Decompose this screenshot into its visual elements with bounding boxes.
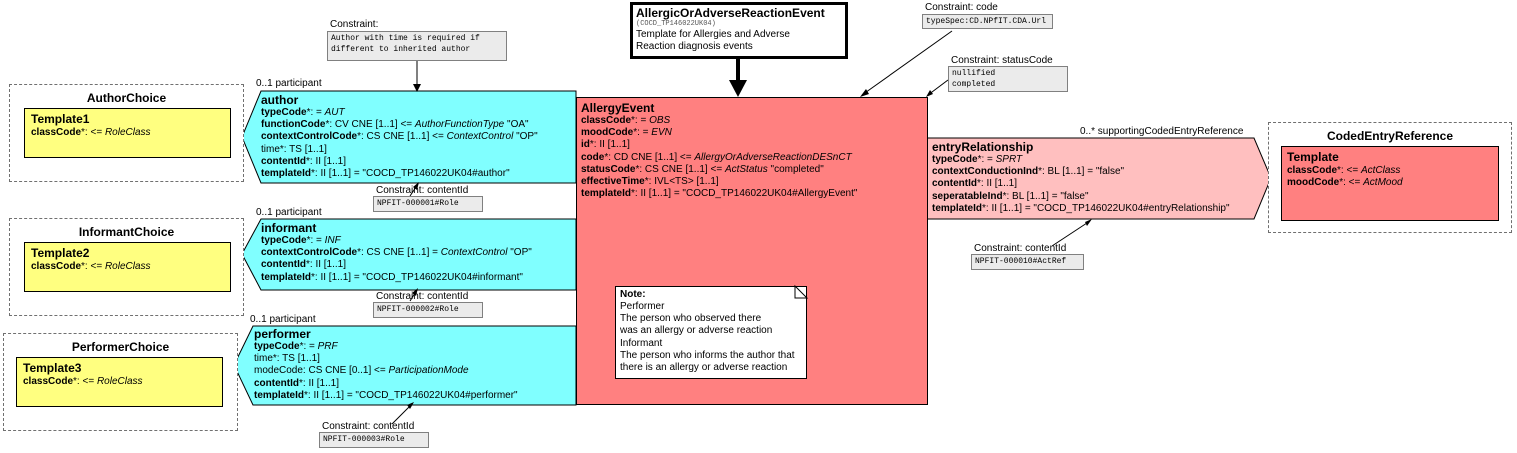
informant-shape [241,218,577,291]
note-lines: Performer The person who observed there … [620,301,795,374]
author-constraint-box: Author with time is required if differen… [327,31,507,61]
entry-point-title: AllergicOrAdverseReactionEvent [636,6,825,20]
template3-box: Template3 classCode*: <= RoleClass [16,357,223,407]
performer-choice-box: PerformerChoice Template3 classCode*: <=… [3,333,238,431]
cid10-label: Constraint: contentId [974,243,1067,254]
informant-multiplicity: 0..1 participant [256,207,322,218]
performer-title: performer [254,327,311,341]
entry-relationship-title: entryRelationship [932,140,1034,154]
author-choice-box: AuthorChoice Template1 classCode*: <= Ro… [9,84,244,182]
template1-box: Template1 classCode*: <= RoleClass [24,108,231,158]
note-title: Note: [620,289,646,300]
entry-relationship-attributes: typeCode*: = SPRT contextConductionInd*:… [932,154,1230,214]
entry-point-desc2: Reaction diagnosis events [636,41,753,52]
coded-entry-reference-box: CodedEntryReference Template classCode*:… [1268,122,1512,233]
author-multiplicity: 0..1 participant [256,78,322,89]
template2-name: Template2 [31,246,90,260]
note-box: Note: Performer The person who observed … [615,286,807,379]
performer-attributes: typeCode*: = PRF time*: TS [1..1] modeCo… [254,341,518,401]
performer-multiplicity: 0..1 participant [250,314,316,325]
cid2-box: NPFIT-000002#Role [373,302,483,318]
performer-choice-title: PerformerChoice [71,340,170,354]
informant-participant: informant typeCode*: = INF contextContro… [261,221,573,284]
coded-entry-template-box: Template classCode*: <= ActClass moodCod… [1281,146,1499,221]
cid1-box: NPFIT-000001#Role [373,196,483,212]
entry-point-code: (COCD_TP146022UK04) [636,20,716,28]
author-constraint-label: Constraint: [330,19,379,30]
entry-relationship: entryRelationship typeCode*: = SPRT cont… [932,140,1257,215]
cid1-label: Constraint: contentId [376,185,469,196]
performer-participant: performer typeCode*: = PRF time*: TS [1.… [254,327,572,402]
entry-relationship-multiplicity: 0..* supportingCodedEntryReference [1080,126,1244,137]
informant-title: informant [261,221,317,235]
cid2-label: Constraint: contentId [376,291,469,302]
allergy-event-title: AllergyEvent [581,101,655,115]
template3-name: Template3 [23,361,82,375]
coded-entry-template-name: Template [1287,150,1339,164]
coded-entry-attributes: classCode*: <= ActClass moodCode*: <= Ac… [1287,165,1403,189]
code-constraint-label: Constraint: code [925,2,998,13]
allergy-event-attributes: classCode*: = OBS moodCode*: = EVN id*: … [581,115,858,200]
informant-choice-title: InformantChoice [78,225,175,239]
coded-entry-reference-title: CodedEntryReference [1326,129,1454,143]
informant-choice-box: InformantChoice Template2 classCode*: <=… [9,218,244,316]
entry-point-box: AllergicOrAdverseReactionEvent (COCD_TP1… [630,2,848,59]
status-constraint-label: Constraint: statusCode [951,55,1053,66]
author-title: author [261,93,299,107]
entry-point-desc1: Template for Allergies and Adverse [636,29,790,40]
informant-attributes: typeCode*: = INF contextControlCode*: CS… [261,235,532,283]
author-participant: author typeCode*: = AUT functionCode*: C… [261,93,573,180]
author-attributes: typeCode*: = AUT functionCode*: CV CNE [… [261,107,538,180]
template2-box: Template2 classCode*: <= RoleClass [24,242,231,292]
cid10-box: NPFIT-000010#ActRef [971,254,1084,270]
cid3-box: NPFIT-000003#Role [319,432,429,448]
code-constraint-box: typeSpec:CD.NPfIT.CDA.Url [922,14,1053,29]
status-constraint-box: nullified completed [948,66,1068,92]
cid3-label: Constraint: contentId [322,421,415,432]
author-choice-title: AuthorChoice [86,91,167,105]
template1-name: Template1 [31,112,90,126]
